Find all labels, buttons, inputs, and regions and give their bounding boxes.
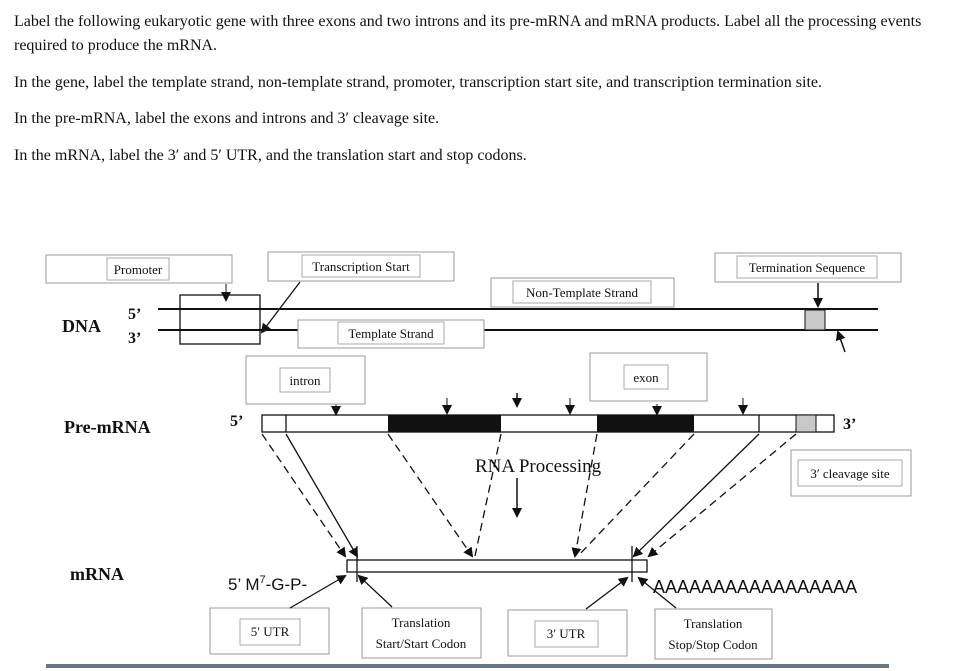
translation-start-box[interactable] [361, 607, 482, 659]
intron-2-block [597, 415, 694, 432]
rna-processing-label: RNA Processing [475, 456, 602, 477]
poly-a-tail: AAAAAAAAAAAAAAAAA [653, 577, 857, 597]
intron-box[interactable] [245, 355, 366, 405]
cleavage-region [795, 414, 817, 433]
mrna-bar [346, 546, 648, 582]
termination-region [804, 309, 826, 331]
intron-label: intron [289, 373, 321, 388]
template-strand-label: Template Strand [348, 326, 434, 341]
bottom-divider [46, 664, 889, 668]
translation-start-label-line2: Start/Start Codon [376, 636, 467, 651]
translation-start-label-line1: Translation [392, 615, 451, 630]
row-label-mrna: mRNA [70, 564, 124, 584]
dna-double-strand [158, 294, 878, 345]
five-prime-utr-label: 5′ UTR [251, 624, 290, 639]
pre-mrna-marker-arrows [331, 398, 748, 416]
translation-stop-label-line1: Translation [684, 616, 743, 631]
pre-mrna-5-end-label: 5’ [230, 413, 243, 430]
cleavage-site-label: 3′ cleavage site [810, 466, 890, 481]
translation-stop-label-line2: Stop/Stop Codon [668, 637, 758, 652]
row-label-pre-mrna: Pre-mRNA [64, 417, 151, 437]
non-template-strand-label: Non-Template Strand [526, 285, 639, 300]
three-prime-utr-label: 3′ UTR [547, 626, 586, 641]
pre-mrna-3-end-label: 3’ [843, 416, 856, 433]
instruction-paragraph-3: In the pre-mRNA, label the exons and int… [14, 110, 440, 127]
dna-bottom-end-label: 3’ [128, 330, 141, 347]
transcription-start-label: Transcription Start [312, 259, 410, 274]
intron-1-block [388, 415, 501, 432]
row-label-dna: DNA [62, 316, 101, 336]
promoter-region [179, 294, 261, 345]
promoter-label: Promoter [114, 262, 163, 277]
translation-stop-box[interactable] [654, 608, 773, 660]
pre-mrna-bar [261, 414, 835, 433]
exon-label: exon [633, 370, 659, 385]
instruction-paragraph-1: Label the following eukaryotic gene with… [14, 13, 922, 54]
dna-top-end-label: 5’ [128, 306, 141, 323]
instruction-paragraph-4: In the mRNA, label the 3′ and 5′ UTR, an… [14, 147, 527, 164]
exon-mapping-lines [261, 433, 797, 558]
termination-sequence-label: Termination Sequence [749, 260, 866, 275]
five-prime-cap-text: 5’ M7-G-P- [228, 574, 307, 594]
instruction-paragraph-2: In the gene, label the template strand, … [14, 74, 823, 91]
